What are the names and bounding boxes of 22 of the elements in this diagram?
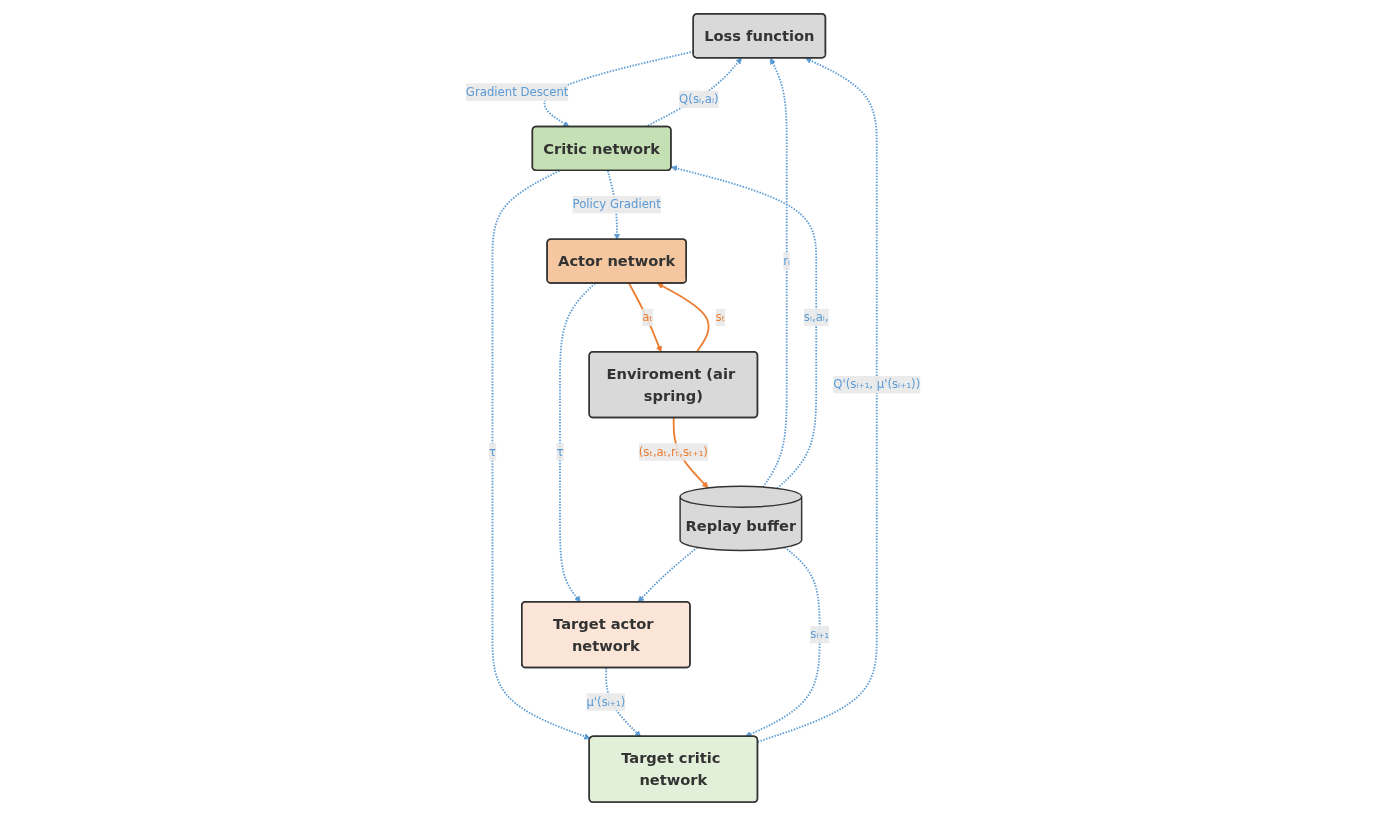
arrow	[744, 545, 821, 737]
edge-label: Q'(sᵢ₊₁, μ'(sᵢ₊₁))	[833, 376, 921, 391]
arrow	[762, 57, 788, 488]
edge-label: τ	[488, 444, 496, 459]
arrow	[628, 281, 662, 352]
edge-label: Policy Gradient	[572, 196, 661, 211]
arrow	[637, 545, 699, 602]
edge-label: Q(sᵢ,aᵢ)	[679, 91, 719, 106]
edge-label: sₜ	[715, 309, 726, 324]
arrow	[657, 282, 710, 353]
edge-label: (sₜ,aₜ,rₜ,sₜ₊₁)	[638, 444, 708, 459]
arrow	[491, 169, 591, 739]
arrow	[606, 169, 621, 240]
edge-label: aₜ	[642, 309, 653, 324]
edge-label: μ'(sᵢ₊₁)	[586, 694, 626, 709]
edge-label: τ	[556, 444, 564, 459]
edge-label: rᵢ	[783, 253, 791, 268]
edge-label: sᵢ,aᵢ,	[803, 309, 829, 324]
arrow	[559, 281, 596, 602]
edge-label: Gradient Descent	[465, 84, 569, 99]
arrow	[605, 666, 641, 737]
edge-label: sᵢ₊₁	[810, 626, 830, 641]
